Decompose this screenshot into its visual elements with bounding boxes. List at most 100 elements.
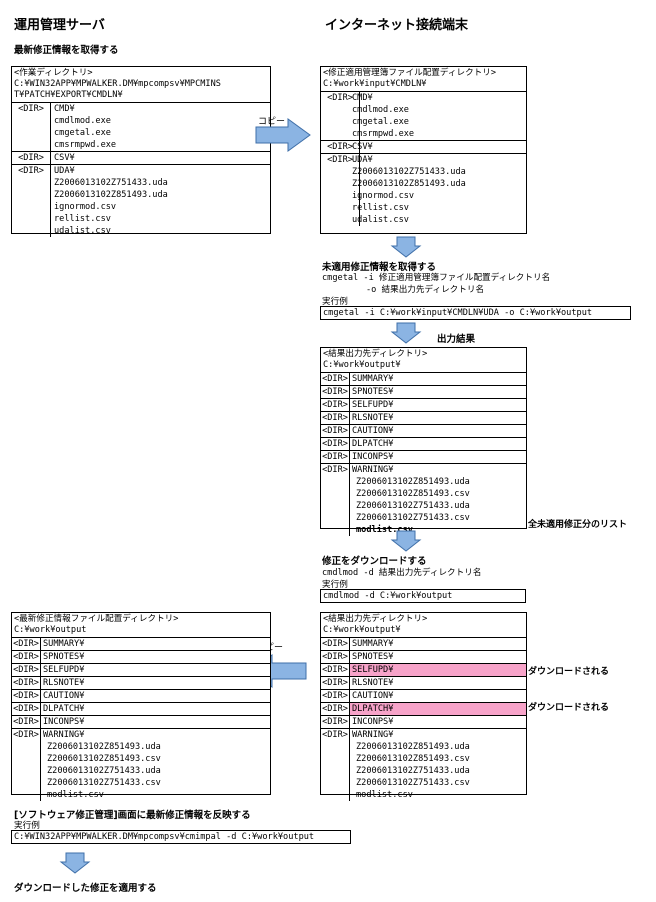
file-name: cmgetal.exe (352, 117, 409, 127)
dir-row: <DIR>SELFUPD¥ (321, 663, 526, 676)
box-title-area: <修正適用管理簿ファイル配置ディレクトリ> C:¥work¥input¥CMDL… (321, 67, 526, 92)
file-row: Z2006013102Z851493.csv (321, 488, 526, 500)
dir-row: <DIR>SPNOTES¥ (12, 650, 270, 663)
file-name: Z2006013102Z851493.csv (356, 489, 470, 499)
file-name: Z2006013102Z751433.csv (47, 778, 161, 788)
dir-name: SPNOTES¥ (352, 652, 394, 662)
dir-tag: <DIR> (12, 703, 41, 715)
box-title-area: <作業ディレクトリ> C:¥WIN32APP¥MPWALKER.DM¥mpcom… (12, 67, 270, 103)
box-path: C:¥work¥output¥ (323, 625, 401, 635)
box-title: <結果出力先ディレクトリ> (323, 349, 428, 359)
dir-tag: <DIR> (321, 386, 350, 398)
step-get-latest: 最新修正情報を取得する (14, 45, 119, 56)
dir-row-uda: <DIR> UDA¥ (321, 153, 526, 166)
box-path: C:¥work¥input¥CMDLN¥ (323, 79, 427, 89)
file-row: Z2006013102Z751433.uda (12, 765, 270, 777)
file-row: Z2006013102Z851493.csv (321, 753, 526, 765)
step-unapplied-title: 未適用修正情報を取得する (322, 262, 437, 273)
file-row: rellist.csv (12, 213, 270, 225)
box-title: <修正適用管理簿ファイル配置ディレクトリ> (323, 68, 497, 78)
box-title-area: <最新修正情報ファイル配置ディレクトリ> C:¥work¥output (12, 613, 270, 638)
file-name: Z2006013102Z851493.csv (356, 754, 470, 764)
file-row: cmdlmod.exe (12, 115, 270, 127)
dir-row: <DIR>DLPATCH¥ (321, 437, 526, 450)
down-arrow-icon (390, 236, 422, 258)
dir-row-cmd: <DIR> CMD¥ (321, 92, 526, 104)
dir-name: SUMMARY¥ (352, 374, 394, 384)
dir-row: <DIR>RLSNOTE¥ (12, 676, 270, 689)
dir-tag: <DIR> (12, 677, 41, 689)
file-row: Z2006013102Z851493.uda (321, 178, 526, 190)
dir-tag: <DIR> (321, 438, 350, 450)
dir-row: <DIR>WARNING¥ (321, 463, 526, 476)
dir-row: <DIR>WARNING¥ (12, 728, 270, 741)
dir-tag: <DIR> (321, 154, 360, 166)
file-row: modlist.csv (321, 789, 526, 801)
dir-tag: <DIR> (321, 703, 350, 715)
file-row: cmsrmpwd.exe (321, 128, 526, 140)
dir-name: WARNING¥ (352, 730, 394, 740)
file-row: Z2006013102Z851493.uda (321, 476, 526, 488)
all-unapplied-list-label: 全未適用修正分のリスト (528, 520, 628, 530)
dir-row-cmd: <DIR> CMD¥ (12, 103, 270, 115)
box-path: C:¥work¥output (14, 625, 87, 635)
file-name: Z2006013102Z851493.csv (47, 754, 161, 764)
dir-row: <DIR>SUMMARY¥ (321, 638, 526, 650)
file-name: ignormod.csv (352, 191, 415, 201)
dir-tag: <DIR> (321, 690, 350, 702)
dir-name: DLPATCH¥ (43, 704, 85, 714)
dir-row-csv: <DIR> CSV¥ (12, 151, 270, 164)
file-name: cmsrmpwd.exe (352, 129, 415, 139)
dir-name: INCONPS¥ (352, 717, 394, 727)
dir-row: <DIR>INCONPS¥ (321, 715, 526, 728)
dir-name: WARNING¥ (43, 730, 85, 740)
file-row: modlist.csv (12, 789, 270, 801)
dir-row: <DIR>SELFUPD¥ (321, 398, 526, 411)
file-row: Z2006013102Z851493.uda (321, 741, 526, 753)
dir-tag: <DIR> (321, 373, 350, 385)
dir-tag: <DIR> (321, 729, 350, 741)
dir-name: CSV¥ (352, 142, 373, 152)
example-command: cmdlmod -d C:¥work¥output (320, 589, 526, 603)
downloaded-label-dlpatch: ダウンロードされる (528, 703, 610, 713)
dir-tag: <DIR> (321, 716, 350, 728)
dir-tag: <DIR> (321, 677, 350, 689)
file-name: cmsrmpwd.exe (54, 140, 117, 150)
file-name: Z2006013102Z751433.csv (356, 513, 470, 523)
command-syntax-cont: -o 結果出力先ディレクトリ名 (366, 285, 485, 295)
dir-name: CSV¥ (54, 153, 75, 163)
file-name: Z2006013102Z851493.uda (356, 477, 470, 487)
dir-row: <DIR>SELFUPD¥ (12, 663, 270, 676)
file-name: modlist.csv (47, 790, 104, 800)
file-row: Z2006013102Z751433.csv (321, 512, 526, 524)
dir-name: DLPATCH¥ (352, 439, 394, 449)
dir-tag: <DIR> (321, 425, 350, 437)
down-arrow-icon (59, 852, 91, 874)
file-name: ignormod.csv (54, 202, 117, 212)
file-row: Z2006013102Z751433.csv (12, 777, 270, 789)
file-row: Z2006013102Z751433.uda (321, 500, 526, 512)
file-row: cmgetal.exe (12, 127, 270, 139)
dir-name: SPNOTES¥ (352, 387, 394, 397)
dir-name: SUMMARY¥ (352, 639, 394, 649)
dir-row: <DIR>CAUTION¥ (12, 689, 270, 702)
step-download-title: 修正をダウンロードする (322, 556, 427, 567)
box-title: <最新修正情報ファイル配置ディレクトリ> (14, 614, 179, 624)
step-apply-title: ダウンロードした修正を適用する (14, 883, 157, 894)
dir-tag: <DIR> (321, 664, 350, 676)
file-name: cmdlmod.exe (352, 105, 409, 115)
example-label: 実行例 (14, 821, 40, 831)
box-path-line2: T¥PATCH¥EXPORT¥CMDLN¥ (14, 90, 123, 100)
dir-name: INCONPS¥ (352, 452, 394, 462)
dir-tag: <DIR> (321, 412, 350, 424)
box-title-area: <結果出力先ディレクトリ> C:¥work¥output¥ (321, 613, 526, 638)
dir-name: CMD¥ (352, 93, 373, 103)
file-row: modlist.csv (321, 524, 526, 536)
dir-row: <DIR>SUMMARY¥ (321, 373, 526, 385)
box-path: C:¥work¥output¥ (323, 360, 401, 370)
output-result-label: 出力結果 (437, 334, 476, 345)
dir-tag: <DIR> (321, 399, 350, 411)
file-row: ignormod.csv (12, 201, 270, 213)
server-heading: 運用管理サーバ (14, 18, 105, 33)
dir-name: CAUTION¥ (43, 691, 85, 701)
